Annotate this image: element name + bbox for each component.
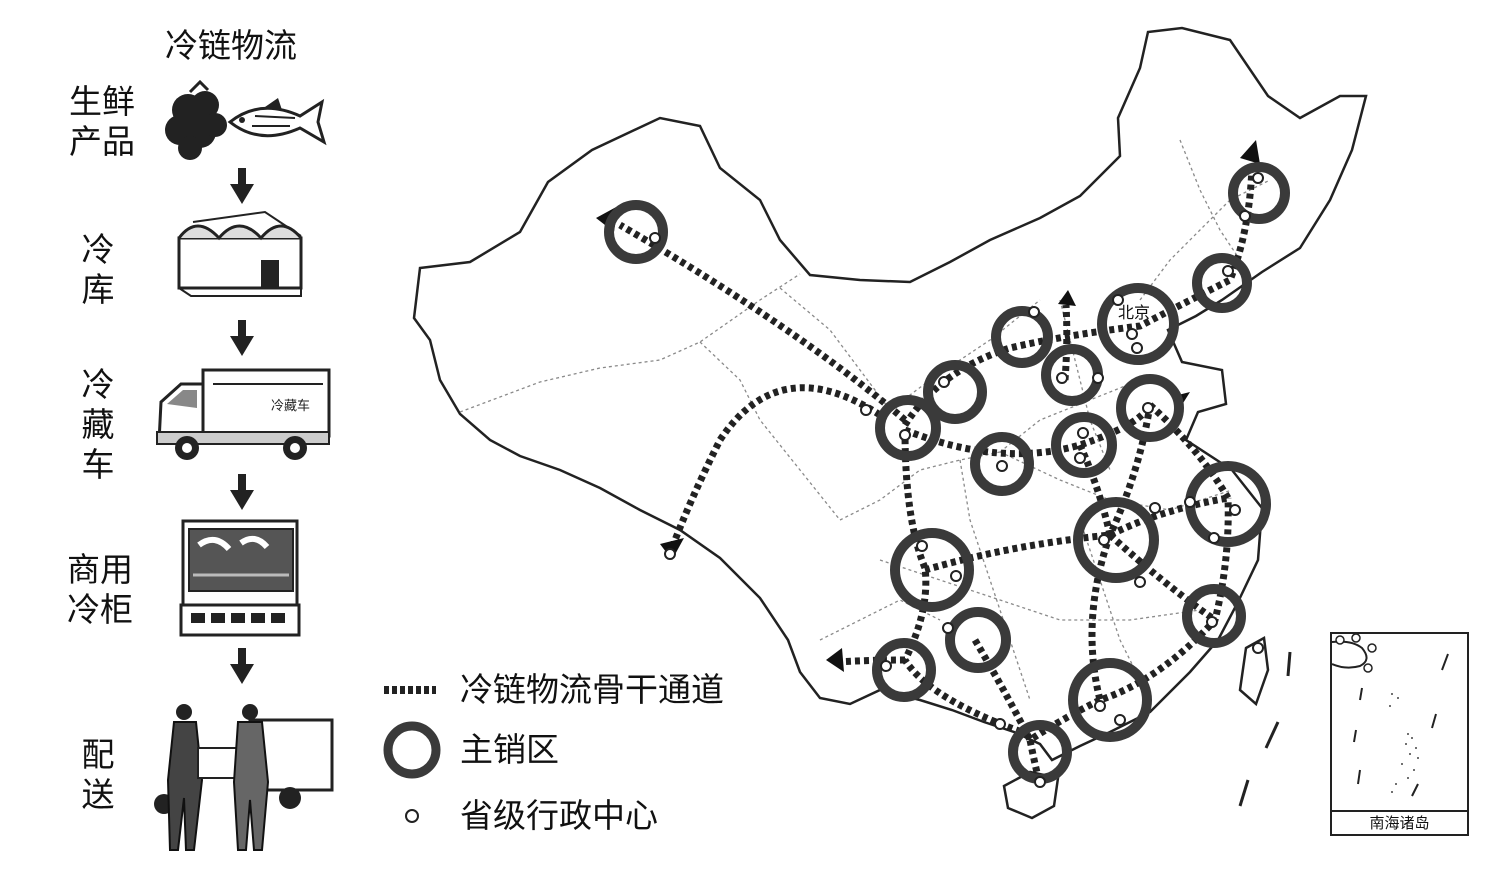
capital-marker xyxy=(1077,427,1089,439)
corridor-northwest xyxy=(618,221,908,423)
capital-marker xyxy=(950,570,962,582)
sales-area-ring xyxy=(923,360,987,424)
capital-marker xyxy=(1114,714,1126,726)
sea-boundary-marks xyxy=(1238,651,1292,807)
arrowhead-icon xyxy=(826,648,844,672)
china-national-border xyxy=(412,26,1368,762)
sales-area-ring xyxy=(1097,283,1179,365)
capital-marker xyxy=(1034,776,1046,788)
thick-ring-symbol xyxy=(383,721,441,779)
legend-label: 省级行政中心 xyxy=(460,796,658,835)
sales-area-ring xyxy=(872,638,936,702)
arrow-down-icon xyxy=(230,648,254,684)
capital-marker xyxy=(1142,402,1154,414)
step-label-commercial-freezer: 商用冷柜 xyxy=(67,550,133,629)
capital-marker xyxy=(1074,452,1086,464)
capital-marker xyxy=(1208,532,1220,544)
capital-marker xyxy=(860,404,872,416)
south-china-sea-inset: 南海诸岛 xyxy=(1330,632,1469,836)
capital-marker xyxy=(880,660,892,672)
capital-marker xyxy=(1134,576,1146,588)
sales-area-ring xyxy=(1116,374,1184,442)
corridor-southwest xyxy=(835,656,906,666)
corridor-tibet xyxy=(668,384,882,550)
capital-marker xyxy=(994,718,1006,730)
step-label-refrigerated-truck: 冷藏车 xyxy=(81,365,115,484)
arrowhead-icon xyxy=(1058,290,1076,306)
capital-marker xyxy=(664,548,676,560)
legend-label: 主销区 xyxy=(460,730,559,769)
china-cold-chain-map: 北京 xyxy=(412,26,1368,820)
cold-chain-process-panel: 冷链物流 生鲜产品 冷库 冷藏车 冷藏车 商用冷柜 xyxy=(0,0,380,892)
sales-area-ring xyxy=(1073,497,1159,583)
arrowhead-icon xyxy=(1240,140,1260,164)
sales-area-ring xyxy=(1192,253,1252,313)
capital-marker xyxy=(938,376,950,388)
step-label-cold-storage: 冷库 xyxy=(81,230,115,309)
beijing-label: 北京 xyxy=(1118,303,1150,322)
capital-marker xyxy=(1252,172,1264,184)
capital-marker xyxy=(916,540,928,552)
small-circle-symbol xyxy=(405,809,419,823)
capital-marker xyxy=(1126,328,1138,340)
sales-area-ring xyxy=(1041,344,1103,406)
capital-marker xyxy=(1028,306,1040,318)
capital-marker xyxy=(1131,342,1143,354)
sales-area-ring xyxy=(1068,658,1152,742)
commercial-freezer-icon xyxy=(179,519,301,637)
taiwan-island xyxy=(1238,636,1270,707)
inset-label: 南海诸岛 xyxy=(1332,810,1467,834)
arrow-down-icon xyxy=(230,320,254,356)
sales-area-ring xyxy=(890,528,974,612)
process-title: 冷链物流 xyxy=(165,26,297,65)
corridor-northern xyxy=(902,164,1256,427)
inset-map xyxy=(1332,634,1449,797)
step-label-delivery: 配送 xyxy=(81,735,115,814)
sales-area-ring xyxy=(875,395,941,461)
sales-area-ring xyxy=(970,432,1034,496)
province-borders xyxy=(459,139,1271,701)
corridor-inner-east xyxy=(1107,532,1218,623)
capital-marker xyxy=(942,622,954,634)
capital-marker xyxy=(1056,372,1068,384)
cold-storage-icon xyxy=(177,210,303,297)
cold-chain-corridors xyxy=(618,164,1256,786)
dashed-corridor-symbol xyxy=(384,686,436,694)
capital-marker xyxy=(1222,265,1234,277)
capital-marker xyxy=(1098,534,1110,546)
corridor-north-spur xyxy=(1061,304,1071,381)
capital-marker xyxy=(1149,502,1161,514)
refrigerated-truck-icon: 冷藏车 xyxy=(156,368,331,460)
sales-area-ring xyxy=(1051,412,1117,478)
fresh-produce-icon xyxy=(165,80,327,160)
capital-marker xyxy=(1184,496,1196,508)
corridor-west-south xyxy=(900,429,1032,739)
capital-marker xyxy=(1094,700,1106,712)
capital-marker xyxy=(649,232,661,244)
capital-marker xyxy=(1252,642,1264,654)
capital-marker xyxy=(1239,210,1251,222)
legend-item-provincial-capital: 省级行政中心 xyxy=(380,786,780,846)
delivery-icon xyxy=(154,704,334,851)
sales-area-ring xyxy=(991,306,1053,368)
legend-item-corridor: 冷链物流骨干通道 xyxy=(380,660,780,720)
legend-label: 冷链物流骨干通道 xyxy=(460,670,724,709)
capital-marker xyxy=(1092,372,1104,384)
sales-area-ring xyxy=(945,607,1011,673)
arrow-down-icon xyxy=(230,474,254,510)
provincial-capitals xyxy=(649,172,1264,788)
sales-area-ring xyxy=(1228,162,1290,224)
corridor-coast xyxy=(1147,402,1232,500)
capital-marker xyxy=(1206,616,1218,628)
truck-side-text: 冷藏车 xyxy=(271,398,310,414)
capital-marker xyxy=(1229,504,1241,516)
legend-item-main-sales-area: 主销区 xyxy=(380,720,780,780)
capital-marker xyxy=(1112,294,1124,306)
arrow-down-icon xyxy=(230,168,254,204)
capital-marker xyxy=(996,460,1008,472)
step-label-fresh-produce: 生鲜产品 xyxy=(69,82,135,161)
capital-marker xyxy=(899,429,911,441)
sales-area-ring xyxy=(1182,584,1246,648)
sales-area-ring xyxy=(604,200,668,264)
